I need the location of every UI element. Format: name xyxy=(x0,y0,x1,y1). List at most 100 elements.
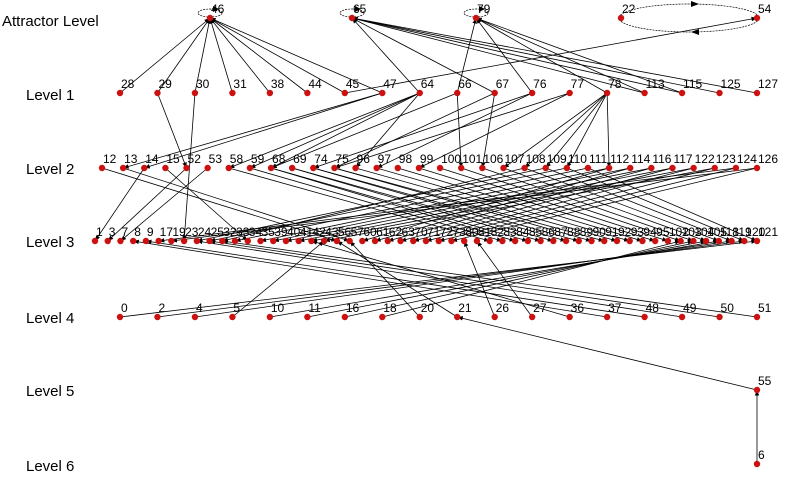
node-19 xyxy=(168,237,175,245)
node-1 xyxy=(91,237,99,245)
node-label-89: 89 xyxy=(580,225,594,239)
edge-50-to-25 xyxy=(209,239,720,318)
node-61 xyxy=(371,237,379,245)
node-label-114: 114 xyxy=(631,152,650,166)
node-25 xyxy=(206,237,213,245)
node-label-61: 61 xyxy=(376,225,390,239)
node-71 xyxy=(422,237,430,245)
node-3 xyxy=(104,237,111,245)
node-104 xyxy=(690,237,697,245)
edge-66-to-68 xyxy=(270,92,458,169)
node-label-59: 59 xyxy=(251,152,265,166)
node-label-11: 11 xyxy=(308,301,321,315)
node-49 xyxy=(678,313,686,321)
node-label-45: 45 xyxy=(346,77,360,91)
node-12 xyxy=(98,164,106,172)
node-label-116: 116 xyxy=(652,152,671,166)
node-label-95: 95 xyxy=(656,225,670,239)
node-102 xyxy=(664,237,672,245)
node-label-94: 94 xyxy=(643,225,657,239)
node-label-47: 47 xyxy=(383,77,397,91)
node-39 xyxy=(270,237,277,245)
node-label-62: 62 xyxy=(389,225,403,239)
node-13 xyxy=(119,164,127,172)
edge-45-to-46 xyxy=(209,17,346,94)
node-label-8: 8 xyxy=(134,225,141,239)
node-11 xyxy=(304,313,311,321)
edge-78-to-112 xyxy=(606,92,612,169)
node-label-97: 97 xyxy=(378,152,392,166)
level-label-5: Level 5 xyxy=(26,383,74,400)
node-label-118: 118 xyxy=(720,225,739,239)
edge-16-to-104 xyxy=(344,240,694,318)
edge-78-to-79 xyxy=(475,17,608,94)
node-label-21: 21 xyxy=(458,301,472,315)
edge-13-to-57 xyxy=(123,167,350,242)
edge-2-to-120 xyxy=(157,239,745,318)
node-label-48: 48 xyxy=(646,301,660,315)
node-14 xyxy=(141,164,148,172)
edge-10-to-118 xyxy=(269,239,719,318)
node-57 xyxy=(346,237,353,245)
edge-78-to-109 xyxy=(545,92,608,169)
edge-51-to-32 xyxy=(222,239,758,318)
level-label-6: Level 6 xyxy=(26,458,74,475)
node-label-55: 55 xyxy=(758,374,772,388)
edge-117-to-41 xyxy=(298,167,673,243)
edge-30-to-46 xyxy=(194,17,212,94)
node-74 xyxy=(310,164,317,172)
edge-125-to-65 xyxy=(351,16,720,94)
node-84 xyxy=(511,237,519,245)
node-label-28: 28 xyxy=(121,77,135,91)
node-label-3: 3 xyxy=(109,225,116,239)
node-label-121: 121 xyxy=(758,225,778,239)
edge-66-to-101 xyxy=(456,92,464,169)
node-108 xyxy=(521,164,528,172)
node-label-76: 76 xyxy=(533,77,547,91)
node-label-98: 98 xyxy=(399,152,413,166)
node-label-60: 60 xyxy=(363,225,377,239)
node-121 xyxy=(753,237,761,245)
edge-122-to-70 xyxy=(413,167,694,242)
node-label-35: 35 xyxy=(262,225,276,239)
node-109 xyxy=(542,164,549,172)
node-96 xyxy=(352,164,359,172)
node-label-72: 72 xyxy=(440,225,454,239)
node-27 xyxy=(528,313,536,321)
edge-29-to-46 xyxy=(157,17,211,94)
edge-113-to-79 xyxy=(475,17,645,94)
node-label-105: 105 xyxy=(707,225,727,239)
edge-126-to-19 xyxy=(171,167,758,243)
node-90 xyxy=(588,237,595,245)
node-63 xyxy=(397,237,404,245)
node-92 xyxy=(613,237,621,245)
edge-124-to-17 xyxy=(158,167,736,243)
edge-115-to-65 xyxy=(351,17,683,94)
edge-116-to-40 xyxy=(285,167,652,243)
node-37 xyxy=(603,313,611,321)
node-label-91: 91 xyxy=(605,225,619,239)
node-label-85: 85 xyxy=(529,225,543,239)
node-label-42: 42 xyxy=(312,225,326,239)
node-43 xyxy=(320,237,328,245)
node-38 xyxy=(266,89,274,97)
node-26 xyxy=(491,313,498,321)
node-label-65: 65 xyxy=(353,2,367,16)
node-label-51: 51 xyxy=(758,301,772,315)
node-113 xyxy=(641,89,648,97)
node-label-101: 101 xyxy=(462,152,482,166)
node-label-14: 14 xyxy=(145,152,159,166)
node-36 xyxy=(566,313,573,321)
node-91 xyxy=(601,237,608,245)
node-99 xyxy=(415,164,423,172)
node-label-73: 73 xyxy=(452,225,466,239)
node-label-50: 50 xyxy=(721,301,735,315)
edge-layer xyxy=(94,1,760,464)
node-24 xyxy=(193,237,201,245)
node-label-34: 34 xyxy=(249,225,263,239)
edge-18-to-103 xyxy=(382,240,681,318)
node-48 xyxy=(641,313,648,321)
edge-69-to-86 xyxy=(292,167,541,242)
